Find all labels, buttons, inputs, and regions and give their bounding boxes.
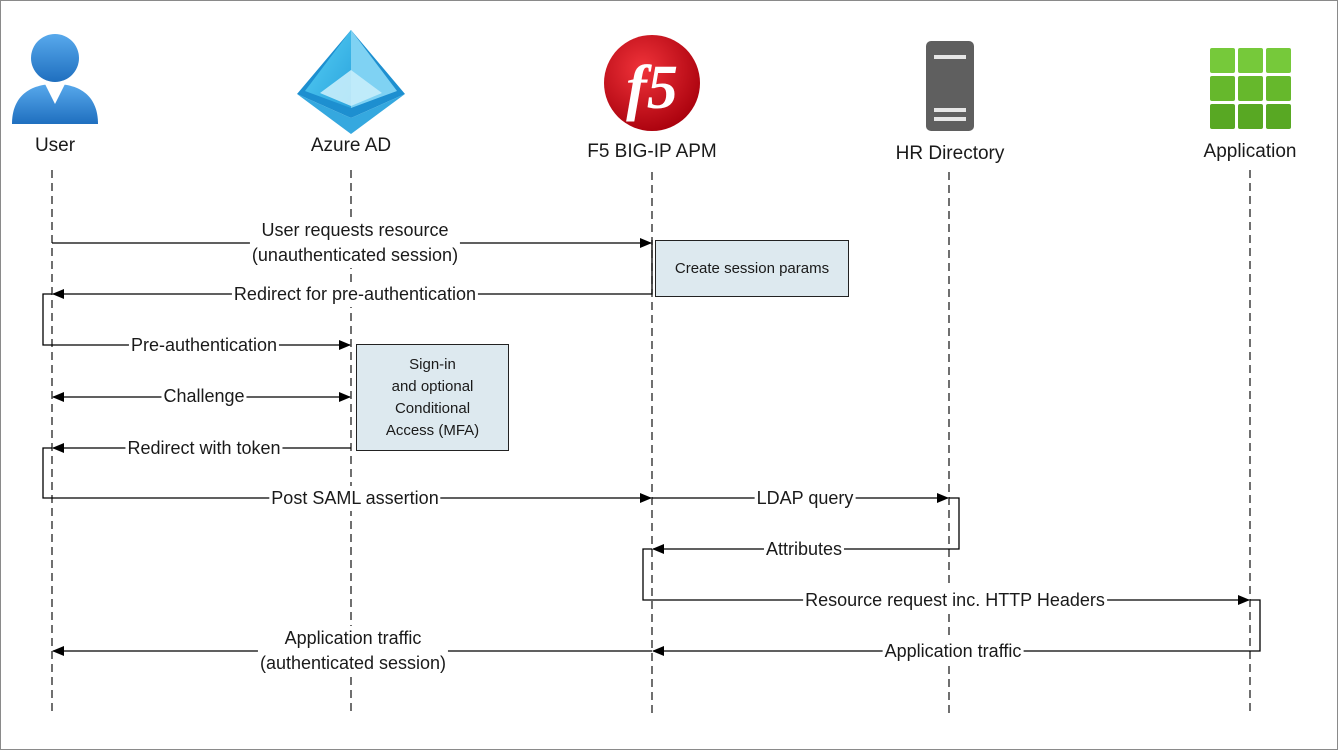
server-tower-icon (926, 41, 974, 131)
azure-ad-pyramid-icon (297, 30, 405, 134)
application-grid-icon (1210, 48, 1291, 129)
actor-label-hr-directory: HR Directory (895, 143, 1005, 164)
note-sign-in-mfa-text: Sign-in and optional Conditional Access … (385, 355, 480, 439)
msg-ldap-query: LDAP query (754, 486, 856, 511)
actor-label-f5: F5 BIG-IP APM (587, 141, 717, 162)
msg-redirect-pre-auth: Redirect for pre-authentication (231, 282, 479, 307)
msg-attributes: Attributes (763, 537, 845, 562)
user-person-icon (12, 34, 98, 124)
msg-application-traffic: Application traffic (882, 639, 1024, 664)
msg-post-saml: Post SAML assertion (269, 486, 441, 511)
f5-logo-icon: f5 (604, 35, 700, 131)
actor-label-azure-ad: Azure AD (310, 135, 392, 156)
svg-text:f5: f5 (626, 54, 678, 122)
actor-label-application: Application (1203, 141, 1297, 162)
msg-redirect-with-token: Redirect with token (125, 436, 283, 461)
msg-resource-request: Resource request inc. HTTP Headers (803, 588, 1107, 613)
actor-label-user: User (34, 135, 76, 156)
note-sign-in-mfa: Sign-in and optional Conditional Access … (356, 344, 509, 451)
note-create-session-params: Create session params (655, 240, 849, 297)
note-create-session-params-text: Create session params (674, 259, 830, 277)
msg-challenge: Challenge (161, 384, 247, 409)
msg-application-traffic-authenticated: Application traffic (authenticated sessi… (257, 626, 449, 676)
msg-pre-authentication: Pre-authentication (128, 333, 280, 358)
msg-user-requests-resource: User requests resource (unauthenticated … (249, 218, 461, 268)
